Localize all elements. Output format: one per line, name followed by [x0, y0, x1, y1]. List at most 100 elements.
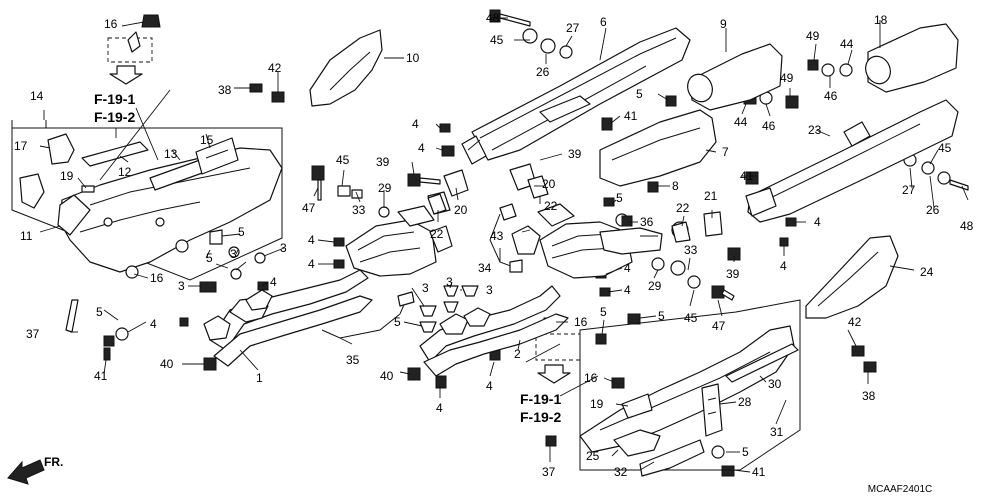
callout-41b: 41 — [624, 109, 638, 123]
callout-46: 46 — [762, 119, 776, 133]
callout-16b: 16 — [150, 271, 164, 285]
callout-5d: 5 — [394, 315, 401, 329]
callout-29b: 29 — [648, 279, 662, 293]
callout-37b: 37 — [542, 465, 556, 479]
callout-22b: 22 — [544, 199, 558, 213]
callout-7: 7 — [722, 145, 729, 159]
right-catalytic-converter — [511, 203, 663, 279]
callout-3f: 3 — [486, 283, 493, 297]
part-2-center-pipe — [419, 285, 569, 377]
callout-4f: 4 — [418, 141, 425, 155]
part-30-strip — [725, 343, 799, 383]
callout-26: 26 — [536, 65, 550, 79]
callout-39b: 39 — [568, 147, 582, 161]
part-23-lower-muffler — [745, 99, 959, 223]
lower-right-assembly-outline — [579, 299, 801, 471]
callout-45c: 45 — [684, 311, 698, 325]
part-32-bracket — [639, 439, 705, 477]
part-31-lower-cover — [579, 325, 795, 453]
callout-16c: 16 — [574, 315, 588, 329]
leader-lines — [39, 17, 969, 473]
part-19-pin — [81, 185, 95, 193]
part-1-front-pipe — [203, 269, 373, 367]
callout-48: 48 — [486, 11, 500, 25]
part-25-hook — [613, 429, 661, 457]
part-24-heat-shield — [805, 235, 899, 319]
callout-16: 16 — [104, 17, 118, 31]
callout-42b: 42 — [848, 315, 862, 329]
callout-33b: 33 — [684, 243, 698, 257]
callout-19: 19 — [60, 169, 74, 183]
callout-3e: 3 — [446, 275, 453, 289]
callout-47b: 47 — [712, 319, 726, 333]
callout-4c: 4 — [308, 233, 315, 247]
callout-39c: 39 — [726, 267, 740, 281]
callout-49b: 49 — [806, 29, 820, 43]
callout-4d: 4 — [308, 257, 315, 271]
callout-38b: 38 — [862, 389, 876, 403]
callout-37: 37 — [26, 327, 40, 341]
reference-labels: F-19-1 F-19-2 F-19-1 F-19-2 — [94, 91, 561, 425]
callout-44b: 44 — [840, 37, 854, 51]
ref-label-bottom-2: F-19-2 — [520, 409, 561, 425]
part-21-clamp — [703, 211, 723, 237]
callout-40: 40 — [160, 357, 174, 371]
callout-27: 27 — [566, 21, 580, 35]
callout-24: 24 — [920, 265, 934, 279]
callout-14: 14 — [30, 89, 44, 103]
callout-41d: 41 — [752, 465, 766, 479]
part-9-tailpipe-cap — [687, 43, 783, 111]
callout-16d: 16 — [584, 371, 598, 385]
callout-41c: 41 — [740, 169, 754, 183]
callout-17: 17 — [14, 139, 28, 153]
callout-5f: 5 — [616, 191, 623, 205]
callout-4l: 4 — [780, 259, 787, 273]
callout-39: 39 — [376, 155, 390, 169]
callout-43: 43 — [490, 229, 504, 243]
callout-35: 35 — [346, 353, 360, 367]
part-19-lower-pin — [621, 393, 653, 419]
callout-11: 11 — [20, 229, 33, 243]
ref-label-bottom-1: F-19-1 — [520, 391, 561, 407]
callout-4j: 4 — [624, 283, 631, 297]
callout-46b: 46 — [824, 89, 838, 103]
callout-12: 12 — [118, 165, 132, 179]
callout-3b: 3 — [280, 241, 287, 255]
part-6-upper-muffler — [461, 27, 691, 165]
callout-13: 13 — [164, 147, 178, 161]
callout-25: 25 — [586, 449, 600, 463]
part-15-bracket — [195, 137, 239, 175]
callout-3a: 3 — [230, 247, 237, 261]
callout-21: 21 — [704, 189, 718, 203]
callout-45b: 45 — [490, 33, 504, 47]
callout-45d: 45 — [938, 141, 952, 155]
callout-19b: 19 — [590, 397, 604, 411]
callout-23: 23 — [808, 123, 822, 137]
callout-30: 30 — [768, 377, 782, 391]
callout-3c: 3 — [178, 279, 185, 293]
callout-5i: 5 — [742, 445, 749, 459]
part-12-strip — [81, 141, 149, 167]
ref-label-top-2: F-19-2 — [94, 109, 135, 125]
part-7-heat-shield — [599, 109, 717, 187]
part-14-hook — [19, 173, 45, 209]
callout-29: 29 — [378, 181, 392, 195]
part-22-collar — [427, 175, 691, 243]
callout-49: 49 — [780, 71, 794, 85]
reference-box-bottom — [535, 333, 581, 384]
callout-22c: 22 — [676, 201, 690, 215]
callout-4a: 4 — [270, 275, 277, 289]
callout-8: 8 — [672, 179, 679, 193]
part-35-sensor-wire — [321, 291, 415, 339]
callout-5h: 5 — [658, 309, 665, 323]
callout-5e: 5 — [636, 87, 643, 101]
callout-31: 31 — [770, 425, 784, 439]
ref-label-top-1: F-19-1 — [94, 91, 135, 107]
part-28-bracket — [701, 383, 723, 437]
callout-33: 33 — [352, 203, 366, 217]
callout-45: 45 — [336, 153, 350, 167]
callout-20b: 20 — [542, 177, 556, 191]
callout-22a: 22 — [430, 227, 444, 241]
